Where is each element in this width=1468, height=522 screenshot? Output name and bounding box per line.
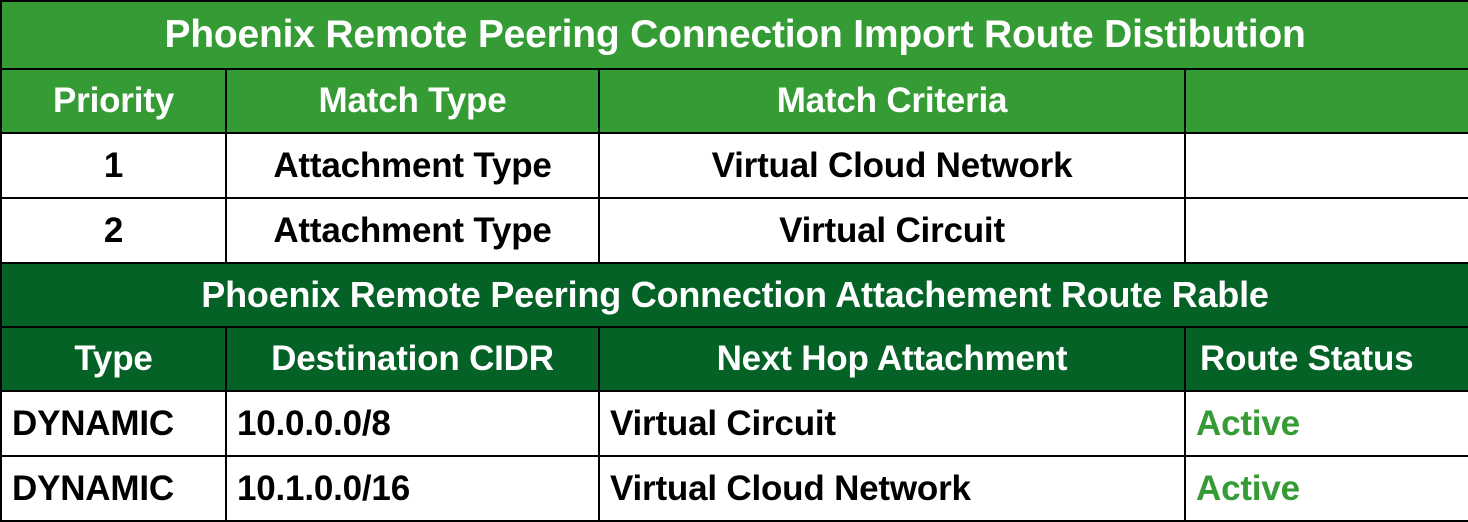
cell-type: DYNAMIC [0, 390, 227, 457]
table-row: DYNAMIC 10.0.0.0/8 Virtual Circuit Activ… [0, 390, 1468, 457]
attachment-route-header-row: Type Destination CIDR Next Hop Attachmen… [0, 326, 1468, 392]
cell-priority: 1 [0, 132, 227, 199]
cell-match-type: Attachment Type [225, 197, 600, 264]
status-badge-route-status: Active [1183, 455, 1468, 522]
cell-match-criteria: Virtual Cloud Network [598, 132, 1186, 199]
cell-destination-cidr: 10.1.0.0/16 [225, 455, 600, 522]
import-distribution-title-row: Phoenix Remote Peering Connection Import… [0, 0, 1468, 70]
cell-import-blank [1183, 132, 1468, 199]
column-header-next-hop-attachment: Next Hop Attachment [598, 326, 1186, 392]
status-badge-route-status: Active [1183, 390, 1468, 457]
cell-match-type: Attachment Type [225, 132, 600, 199]
import-distribution-header-row: Priority Match Type Match Criteria [0, 68, 1468, 134]
cell-match-criteria: Virtual Circuit [598, 197, 1186, 264]
attachment-route-title: Phoenix Remote Peering Connection Attach… [0, 262, 1468, 328]
column-header-priority: Priority [0, 68, 227, 134]
column-header-match-criteria: Match Criteria [598, 68, 1186, 134]
table-row: 1 Attachment Type Virtual Cloud Network [0, 132, 1468, 199]
cell-priority: 2 [0, 197, 227, 264]
column-header-import-blank [1183, 68, 1468, 134]
column-header-match-type: Match Type [225, 68, 600, 134]
column-header-route-status: Route Status [1183, 326, 1468, 392]
column-header-destination-cidr: Destination CIDR [225, 326, 600, 392]
column-header-type: Type [0, 326, 227, 392]
cell-destination-cidr: 10.0.0.0/8 [225, 390, 600, 457]
table-row: DYNAMIC 10.1.0.0/16 Virtual Cloud Networ… [0, 455, 1468, 522]
cell-next-hop-attachment: Virtual Circuit [598, 390, 1186, 457]
import-distribution-title: Phoenix Remote Peering Connection Import… [0, 0, 1468, 70]
table-row: 2 Attachment Type Virtual Circuit [0, 197, 1468, 264]
cell-next-hop-attachment: Virtual Cloud Network [598, 455, 1186, 522]
cell-import-blank [1183, 197, 1468, 264]
attachment-route-title-row: Phoenix Remote Peering Connection Attach… [0, 262, 1468, 328]
cell-type: DYNAMIC [0, 455, 227, 522]
